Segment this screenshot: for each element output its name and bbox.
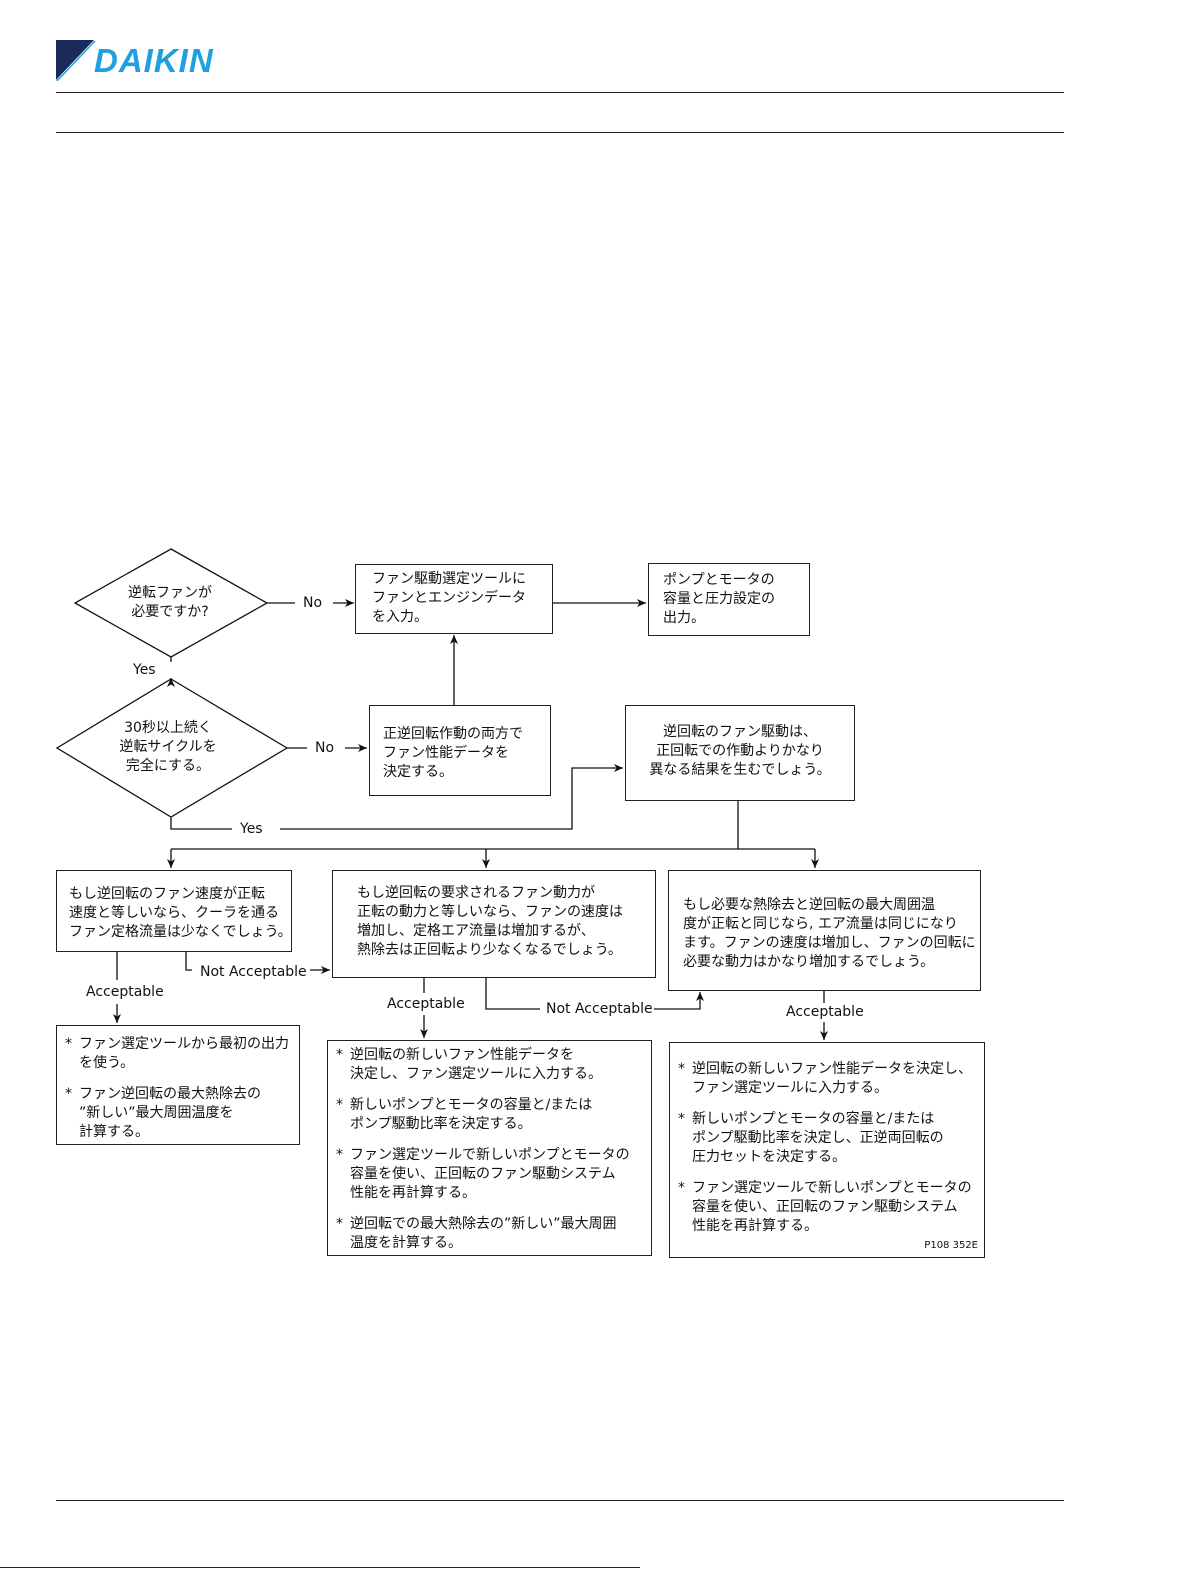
list-item: 新しいポンプとモータの容量と/または ポンプ駆動比率を決定する。 bbox=[336, 1096, 651, 1134]
header-rule-bottom bbox=[56, 132, 1064, 133]
arrow-left-not-acceptable bbox=[185, 952, 192, 971]
list-item: ファン選定ツールで新しいポンプとモータの 容量を使い、正回転のファン駆動システム… bbox=[336, 1146, 651, 1203]
list-item: ファン選定ツールで新しいポンプとモータの 容量を使い、正回転のファン駆動システム… bbox=[678, 1179, 984, 1236]
label-yes-2: Yes bbox=[240, 821, 263, 837]
label-not-acceptable-middle: Not Acceptable bbox=[546, 1001, 653, 1017]
list-item: 逆回転の新しいファン性能データを 決定し、ファン選定ツールに入力する。 bbox=[336, 1046, 651, 1084]
box-condition-equal-power: もし逆回転の要求されるファン動力が 正転の動力と等しいなら、ファンの速度は 増加… bbox=[332, 870, 656, 978]
arrow-d2-yes bbox=[170, 817, 232, 830]
label-acceptable-right: Acceptable bbox=[786, 1004, 864, 1020]
label-acceptable-middle: Acceptable bbox=[387, 996, 465, 1012]
decision-1-text: 逆転ファンが 必要ですか? bbox=[128, 585, 212, 620]
box-reverse-different-results: 逆回転のファン駆動は、 正回転での作動よりかなり 異なる結果を生むでしょう。 bbox=[625, 705, 855, 801]
figure-code: P108 352E bbox=[924, 1240, 978, 1251]
daikin-logo: DAIKIN bbox=[56, 40, 256, 82]
daikin-logo-mark-icon bbox=[56, 40, 96, 81]
daikin-logo-wordmark: DAIKIN bbox=[94, 42, 214, 79]
label-yes-1: Yes bbox=[133, 662, 156, 678]
list-item: ファン逆回転の最大熱除去の ”新しい”最大周囲温度を 計算する。 bbox=[65, 1085, 299, 1142]
decision-2-text: 30秒以上続く 逆転サイクルを 完全にする。 bbox=[119, 720, 217, 774]
label-no-1: No bbox=[303, 595, 323, 611]
box-result-left: ファン選定ツールから最初の出力 を使う。 ファン逆回転の最大熱除去の ”新しい”… bbox=[56, 1025, 300, 1145]
box-condition-equal-heat-rejection: もし必要な熱除去と逆回転の最大周囲温 度が正転と同じなら, エア流量は同じになり… bbox=[668, 870, 981, 991]
header-rule-top bbox=[56, 92, 1064, 93]
footer-rule bbox=[56, 1500, 1064, 1501]
label-not-acceptable-left: Not Acceptable bbox=[200, 964, 307, 980]
box-determine-both-directions: 正逆回転作動の両方で ファン性能データを 決定する。 bbox=[369, 705, 551, 796]
arrow-mid-not-acceptable bbox=[485, 977, 540, 1010]
list-item: 新しいポンプとモータの容量と/または ポンプ駆動比率を決定し、正逆両回転の 圧力… bbox=[678, 1110, 984, 1167]
box-condition-equal-speed: もし逆回転のファン速度が正転 速度と等しいなら、クーラを通る ファン定格流量は少… bbox=[56, 870, 292, 952]
footer-rule-short bbox=[0, 1567, 640, 1568]
list-item: 逆回転での最大熱除去の”新しい”最大周囲 温度を計算する。 bbox=[336, 1215, 651, 1253]
label-acceptable-left: Acceptable bbox=[86, 984, 164, 1000]
box-enter-fan-engine-data: ファン駆動選定ツールに ファンとエンジンデータ を入力。 bbox=[355, 564, 553, 634]
box-result-right: 逆回転の新しいファン性能データを決定し、 ファン選定ツールに入力する。 新しいポ… bbox=[669, 1042, 985, 1258]
label-no-2: No bbox=[315, 740, 335, 756]
box-result-middle: 逆回転の新しいファン性能データを 決定し、ファン選定ツールに入力する。 新しいポ… bbox=[327, 1040, 652, 1256]
list-item: ファン選定ツールから最初の出力 を使う。 bbox=[65, 1035, 299, 1073]
box-pump-motor-output: ポンプとモータの 容量と圧力設定の 出力。 bbox=[648, 563, 810, 636]
list-item: 逆回転の新しいファン性能データを決定し、 ファン選定ツールに入力する。 bbox=[678, 1060, 984, 1098]
